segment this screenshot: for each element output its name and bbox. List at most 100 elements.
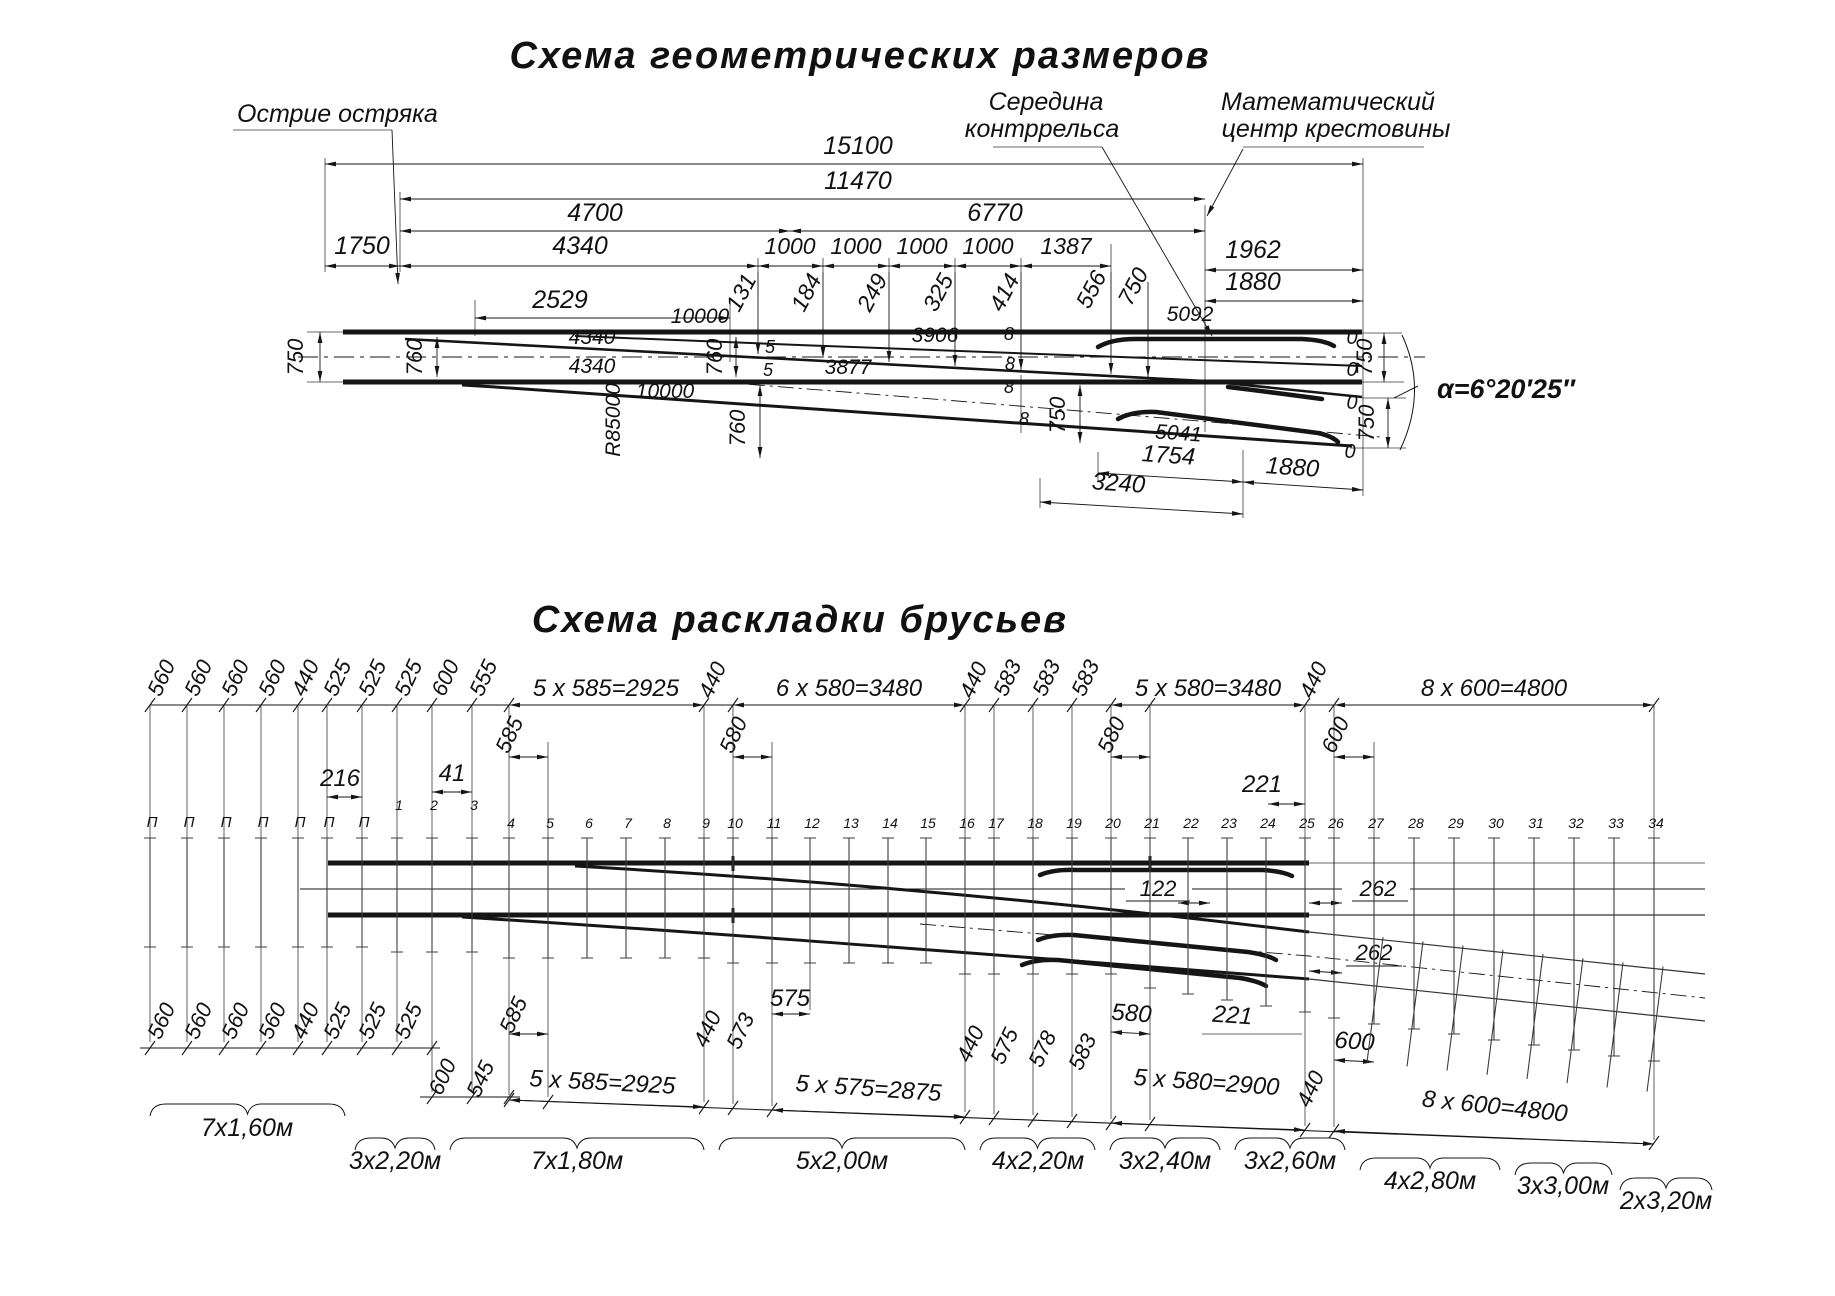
dimension-line [1110,1122,1306,1131]
label-sl-8: 8 [663,815,671,831]
label-dim-1000-4: 1000 [962,233,1013,259]
arrowhead [747,263,758,269]
label-grp-5x200: 5x2,00м [796,1147,888,1175]
arrowhead [317,371,323,382]
label-dim-221-top: 221 [1241,771,1282,798]
label-dim-3877: 3877 [825,356,873,379]
arrowhead [509,1031,520,1037]
arrowhead [1293,1127,1305,1133]
label-ord-414: 414 [983,269,1024,315]
arrowhead [1309,969,1321,975]
arrowhead [812,263,823,269]
label-chain-525-2: 525 [353,655,391,700]
arrowhead [1334,702,1345,708]
arrowhead [400,228,411,234]
label-callout-switch-point: Острие остряка [237,100,438,128]
arrowhead [1204,325,1212,336]
label-sub-585: 585 [490,712,528,757]
label-sl-13: 13 [843,815,859,831]
label-dim-1000-1: 1000 [764,233,815,259]
label-sl-p7: П [359,814,370,831]
arrowhead [1010,263,1021,269]
label-dim-4700: 4700 [567,199,623,227]
arrowhead [1207,205,1215,216]
arrowhead [733,337,739,348]
label-sl-16: 16 [959,815,975,831]
label-chainb-5x580: 5 x 580=2900 [1133,1064,1281,1101]
arrowhead [1194,196,1205,202]
dimension-line [1333,1130,1655,1145]
label-sl-17: 17 [988,815,1005,831]
arrowhead [1294,801,1305,807]
label-dim-10000-up: 10000 [671,305,730,328]
label-chain-5x585: 5 x 585=2925 [533,675,680,702]
label-sl-21: 21 [1143,815,1160,831]
label-dim-4340-chain: 4340 [552,232,608,260]
arrowhead [886,351,892,362]
label-chain-440-2: 440 [693,657,731,702]
arrowhead [1352,161,1363,167]
brace-4x220 [979,1137,1096,1151]
dimension-line [1039,501,1244,515]
label-sl-p1: П [147,814,158,831]
arrowhead [733,702,744,708]
arrowhead [1098,471,1110,477]
arrowhead [1111,754,1122,760]
arrowhead [395,272,400,284]
label-chain-560-3: 560 [216,655,254,700]
arrowhead [1352,298,1363,304]
label-sl-11: 11 [767,815,782,831]
arrowhead [325,161,336,167]
label-chainb-440-4: 440 [1291,1066,1329,1111]
arrowhead [954,702,965,708]
label-dim-1880-low: 1880 [1265,452,1321,483]
label-ord-249: 249 [851,269,893,316]
label-sl-1: 1 [395,797,403,813]
label-chain-440-4: 440 [1294,657,1332,702]
arrowhead [1294,702,1305,708]
arrowhead [1268,801,1279,807]
label-grp-3x260: 3x2,60м [1244,1147,1336,1175]
arrowhead [1138,1031,1150,1036]
top-diagram-geometry [233,129,1425,518]
brace-3x240 [1109,1137,1221,1151]
arrowhead [772,1011,783,1017]
label-sub-580-b: 580 [1111,999,1153,1029]
arrowhead [757,447,763,458]
label-chainb-560-4: 560 [253,998,291,1043]
arrowhead [692,1104,704,1110]
label-chainb-578: 578 [1023,1026,1061,1071]
label-dim-1000-3: 1000 [896,233,947,259]
label-sl-29: 29 [1447,815,1464,831]
label-zero-1: 0 [1346,327,1357,349]
label-dim-r85000: R85000 [602,383,625,457]
bottom-branch-rail-b [461,915,1310,981]
label-sl-p6: П [324,814,335,831]
label-dim-750-r2: 750 [1354,404,1379,441]
label-dim-750-r1: 750 [1352,338,1377,375]
label-chain-5x580: 5 x 580=3480 [1135,675,1282,702]
extension-lines-bottom-up [149,706,1655,838]
label-callout-mathcenter-2: центр крестовины [1222,115,1451,143]
arrowhead [1040,500,1052,506]
label-chain-583-3: 583 [1066,655,1104,700]
label-dim-2529: 2529 [531,286,588,314]
label-sl-2: 2 [429,797,438,813]
arrowhead [537,1031,548,1037]
label-dim-750-mid: 750 [1045,396,1070,433]
label-sl-10: 10 [727,815,743,831]
label-chainb-8x600: 8 x 600=4800 [1421,1085,1570,1127]
arrowhead [327,794,338,800]
label-zero-4: 0 [1344,441,1355,463]
arrowhead [1231,510,1243,516]
dimension-line [1242,481,1364,491]
arrowhead [1362,1059,1374,1064]
branch-rail-outer [461,383,1353,448]
arrowhead [475,315,486,321]
label-dim-760-mid: 760 [702,338,727,375]
label-dim-5041: 5041 [1154,420,1202,446]
label-dim-5092: 5092 [1167,303,1214,326]
label-sl-5: 5 [546,815,554,831]
arrowhead [1351,486,1363,492]
